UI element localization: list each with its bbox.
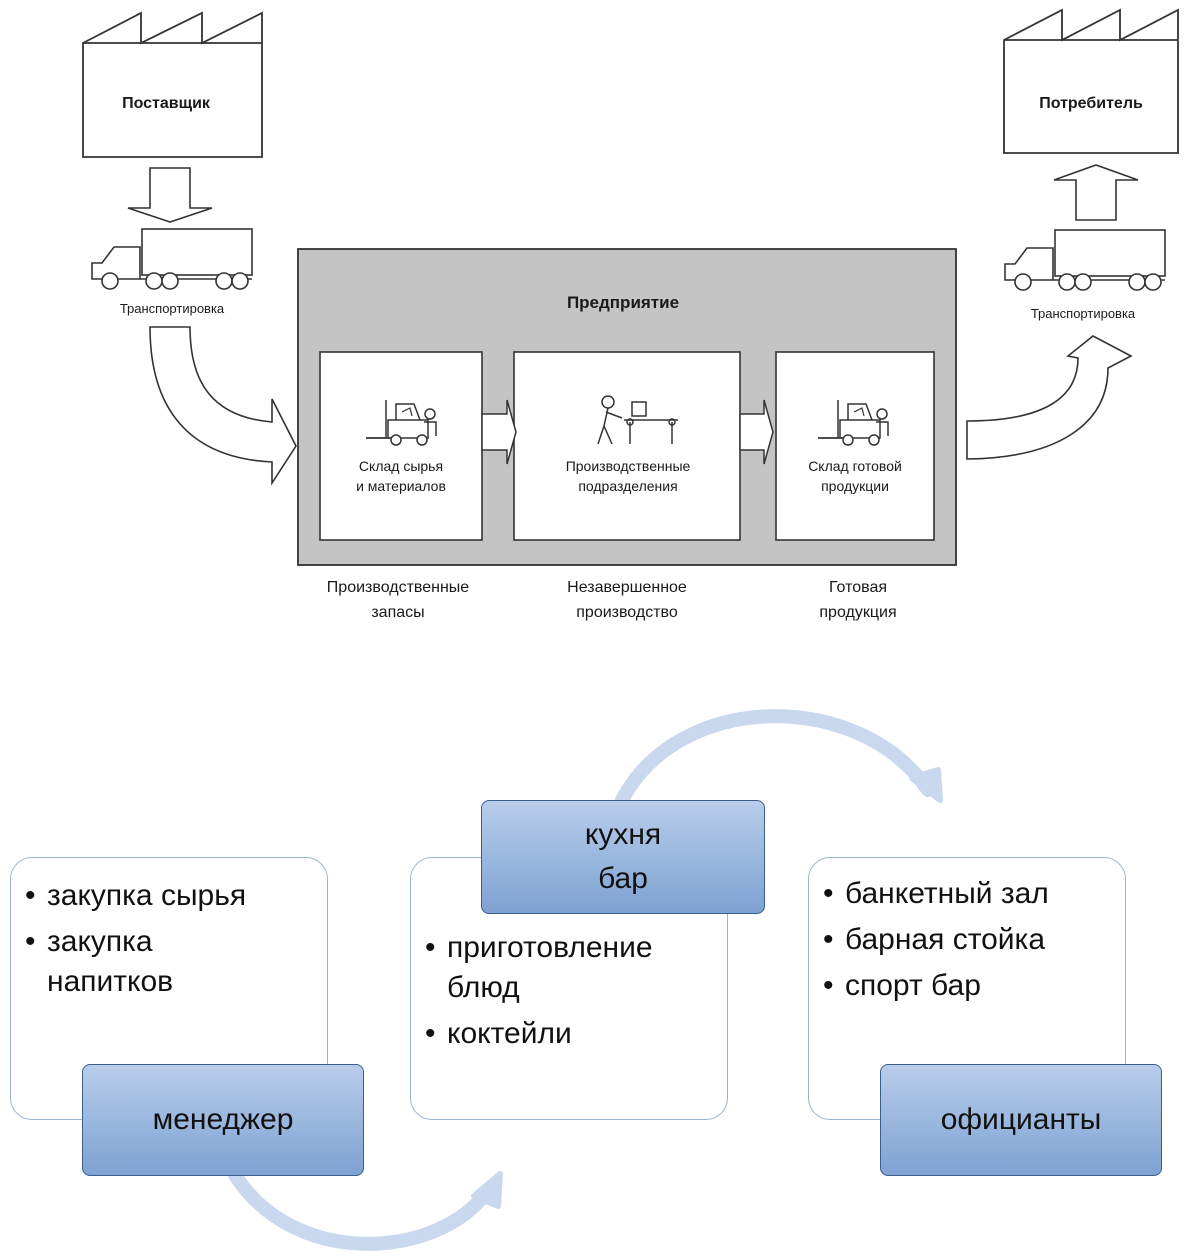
supplier-factory: Поставщик — [82, 11, 263, 158]
curved-arrow-right-icon — [149, 326, 297, 486]
production-label-line2: подразделения — [578, 478, 677, 494]
arrow-right-icon — [481, 399, 517, 465]
waiters-list: банкетный зал барная стойка спорт бар — [809, 858, 1125, 1006]
raw-warehouse-box — [319, 351, 483, 541]
arc-arrow-bottom-head — [471, 1171, 503, 1209]
finished-warehouse-box — [775, 351, 935, 541]
list-item: приготовление блюд — [425, 928, 717, 1008]
kitchen-list: приготовление блюд коктейли — [411, 858, 727, 1054]
kitchen-label-line1: кухня — [584, 818, 662, 851]
transport-right-label: Транспортировка — [1031, 306, 1136, 321]
worker-icon — [597, 395, 678, 445]
finished-warehouse-label-line2: продукции — [821, 478, 889, 494]
down-arrow-icon — [127, 167, 213, 223]
arc-arrow-top-head — [909, 767, 943, 803]
up-arrow-icon — [1053, 164, 1139, 221]
truck-icon — [91, 228, 253, 290]
caption-finished-line1: Готовая — [829, 579, 887, 596]
kitchen-label-line2: бар — [598, 862, 648, 895]
list-item: банкетный зал — [823, 874, 1125, 914]
arrow-right-icon — [739, 399, 774, 465]
production-label-line1: Производственные — [566, 458, 691, 474]
caption-finished-line2: продукция — [819, 604, 896, 621]
waiters-label: официанты — [940, 1103, 1102, 1136]
caption-raw-line2: запасы — [371, 604, 424, 621]
arc-arrow-bottom — [225, 1163, 495, 1251]
list-item: барная стойка — [823, 920, 1125, 960]
list-item: закупка напитков — [25, 922, 247, 1002]
enterprise-label: Предприятие — [567, 293, 679, 312]
waiters-tag: официанты — [880, 1064, 1162, 1176]
list-item: спорт бар — [823, 966, 1125, 1006]
manager-tag: менеджер — [82, 1064, 364, 1176]
production-box — [513, 351, 741, 541]
manager-label: менеджер — [152, 1103, 294, 1136]
caption-raw-line1: Производственные — [327, 579, 469, 596]
raw-warehouse-label-line2: и материалов — [356, 478, 446, 494]
raw-warehouse-label-line1: Склад сырья — [359, 458, 443, 474]
supplier-label: Поставщик — [122, 95, 211, 112]
list-item: коктейли — [425, 1014, 727, 1054]
arc-arrow-top — [615, 709, 935, 807]
curved-arrow-up-icon — [966, 335, 1133, 460]
kitchen-tag: кухня бар — [481, 800, 765, 914]
list-item: закупка сырья — [25, 876, 327, 916]
manager-list: закупка сырья закупка напитков — [11, 858, 327, 1002]
consumer-factory: Потребитель — [1003, 8, 1179, 154]
finished-warehouse-label-line1: Склад готовой — [808, 458, 902, 474]
consumer-label: Потребитель — [1039, 95, 1143, 112]
transport-left-label: Транспортировка — [120, 301, 225, 316]
caption-wip-line1: Незавершенное — [567, 579, 687, 596]
truck-icon — [1004, 229, 1166, 291]
caption-wip-line2: производство — [576, 604, 678, 621]
